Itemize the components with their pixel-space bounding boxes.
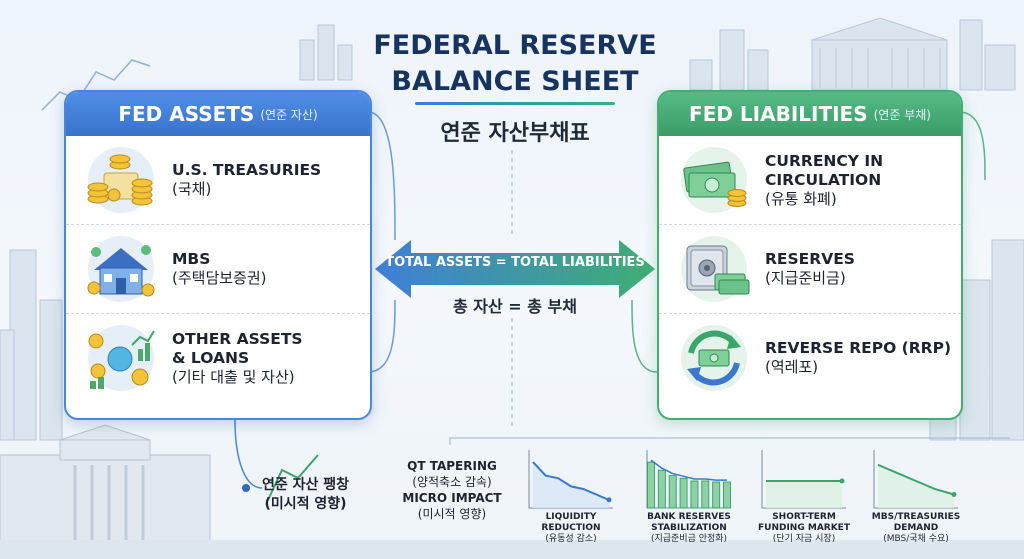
mini-chart-label: MBS/TREASURIES DEMAND (MBS/국채 수요)	[860, 512, 972, 545]
liability-item-label: CURRENCY IN CIRCULATION	[765, 151, 884, 189]
mini-chart-bar	[668, 475, 677, 509]
mini-chart-trend-line	[877, 463, 955, 496]
liability-item-rrp: REVERSE REPO (RRP) (역레포)	[659, 314, 961, 402]
fed-assets-title-kr: (연준 자산)	[260, 107, 318, 122]
asset-item-text: MBS (주택담보증권)	[172, 250, 267, 288]
qt-line-1: QT TAPERING	[407, 459, 497, 473]
liability-item-label: REVERSE REPO (RRP)	[765, 339, 952, 357]
fed-assets-header: FED ASSETS (연준 자산)	[66, 92, 370, 136]
mini-chart-bar	[701, 480, 710, 509]
asset-item-label: U.S. TREASURIES	[172, 161, 322, 179]
cash-bills-icon	[681, 147, 747, 213]
fed-assets-card: FED ASSETS (연준 자산) U.S. TREASURIES (국채)	[64, 90, 372, 420]
liability-item-reserves: RESERVES (지급준비금)	[659, 225, 961, 314]
fed-assets-title: FED ASSETS	[118, 102, 255, 126]
mini-chart-title: BANK RESERVES STABILIZATION	[647, 512, 731, 533]
mini-chart-label: LIQUIDITY REDUCTION (유동성 감소)	[515, 512, 627, 545]
qt-line-4: (미시적 영향)	[417, 507, 487, 521]
fed-liabilities-card: FED LIABILITIES (연준 부채) CURRENCY IN CIRC…	[657, 90, 963, 420]
mini-chart-area	[766, 481, 842, 508]
mini-chart-title-kr: (단기 자금 시장)	[772, 534, 836, 544]
liability-item-text: RESERVES (지급준비금)	[765, 250, 855, 288]
asset-item-label-kr: (기타 대출 및 자산)	[172, 367, 295, 386]
double-arrow-icon	[375, 240, 655, 298]
mini-chart-bar	[712, 481, 721, 509]
mini-chart-point	[839, 478, 845, 484]
mbs-treasuries-demand-chart	[873, 450, 958, 509]
mini-chart-title: LIQUIDITY REDUCTION	[541, 512, 601, 533]
liability-item-label-kr: (유통 화폐)	[765, 189, 837, 208]
bank-reserves-chart	[646, 450, 731, 509]
equation-label-kr: 총 자산 = 총 부채	[452, 297, 577, 316]
asset-item-text: U.S. TREASURIES (국채)	[172, 161, 321, 199]
mini-chart-bar	[657, 469, 666, 509]
mini-chart-title-kr: (유동성 감소)	[545, 534, 597, 544]
mini-chart-title: MBS/TREASURIES DEMAND	[871, 512, 961, 533]
asset-item-label-kr: (주택담보증권)	[172, 269, 267, 287]
title-line-2: BALANCE SHEET	[391, 66, 639, 97]
title-line-1: FEDERAL RESERVE	[373, 30, 657, 61]
asset-item-label-kr: (국채)	[172, 180, 212, 198]
vault-safe-icon	[681, 236, 750, 302]
asset-item-other: OTHER ASSETS & LOANS (기타 대출 및 자산)	[66, 314, 370, 402]
mini-chart-point	[606, 497, 612, 503]
qt-line-3: MICRO IMPACT	[402, 491, 502, 505]
title-korean: 연준 자산부채표	[440, 121, 590, 146]
liability-item-text: REVERSE REPO (RRP) (역레포)	[765, 339, 951, 377]
fed-liabilities-title: FED LIABILITIES	[689, 102, 868, 126]
mini-chart-trend-line	[532, 461, 610, 501]
impact-line-1: 연준 자산 팽창	[262, 477, 350, 493]
coin-stacks-icon	[87, 147, 154, 213]
liability-item-label-kr: (역레포)	[765, 358, 819, 376]
asset-item-label: OTHER ASSETS & LOANS	[172, 329, 303, 367]
mini-chart-title-kr: (지급준비금 안정화)	[650, 534, 728, 544]
coins-growth-icon	[88, 325, 155, 391]
liability-item-label: RESERVES	[765, 250, 855, 268]
mini-chart-trend-line	[650, 459, 727, 481]
qt-tapering-label: QT TAPERING (양적축소 감속) MICRO IMPACT (미시적 …	[398, 458, 506, 522]
asset-item-label: MBS	[172, 250, 211, 268]
mini-chart-bar	[723, 481, 731, 509]
liability-item-currency: CURRENCY IN CIRCULATION (유통 화폐)	[659, 136, 961, 225]
mini-chart-bar	[679, 477, 688, 509]
qt-line-2: (양적축소 감속)	[412, 475, 492, 489]
title-block: FEDERAL RESERVE BALANCE SHEET 연준 자산부채표	[360, 28, 670, 147]
mini-chart-area	[878, 464, 954, 508]
impact-line-2: (미시적 영향)	[264, 496, 347, 512]
equation-label: TOTAL ASSETS = TOTAL LIABILITIES	[385, 255, 645, 270]
fed-liabilities-header: FED LIABILITIES (연준 부채)	[659, 92, 961, 136]
impact-label: 연준 자산 팽창 (미시적 영향)	[262, 476, 349, 514]
liability-item-label-kr: (지급준비금)	[765, 269, 846, 287]
short-term-funding-chart	[761, 450, 846, 509]
mini-chart-title-kr: (MBS/국채 수요)	[883, 534, 949, 544]
title-underline	[415, 102, 615, 105]
asset-item-treasuries: U.S. TREASURIES (국채)	[66, 136, 370, 225]
liquidity-reduction-chart	[528, 450, 613, 509]
house-icon	[87, 236, 155, 302]
mini-chart-label: SHORT-TERM FUNDING MARKET (단기 자금 시장)	[748, 512, 860, 545]
mini-chart-point	[951, 492, 957, 497]
mini-chart-title: SHORT-TERM FUNDING MARKET	[758, 512, 850, 533]
mini-chart-area	[533, 462, 609, 508]
asset-item-mbs: MBS (주택담보증권)	[66, 225, 370, 314]
mini-chart-bar	[690, 480, 699, 509]
asset-item-text: OTHER ASSETS & LOANS (기타 대출 및 자산)	[172, 330, 303, 387]
mini-chart-bar	[647, 461, 655, 509]
money-cycle-icon	[681, 325, 747, 391]
liability-item-text: CURRENCY IN CIRCULATION (유통 화폐)	[765, 152, 883, 209]
mini-chart-label: BANK RESERVES STABILIZATION (지급준비금 안정화)	[633, 512, 745, 545]
fed-liabilities-title-kr: (연준 부채)	[873, 107, 931, 122]
